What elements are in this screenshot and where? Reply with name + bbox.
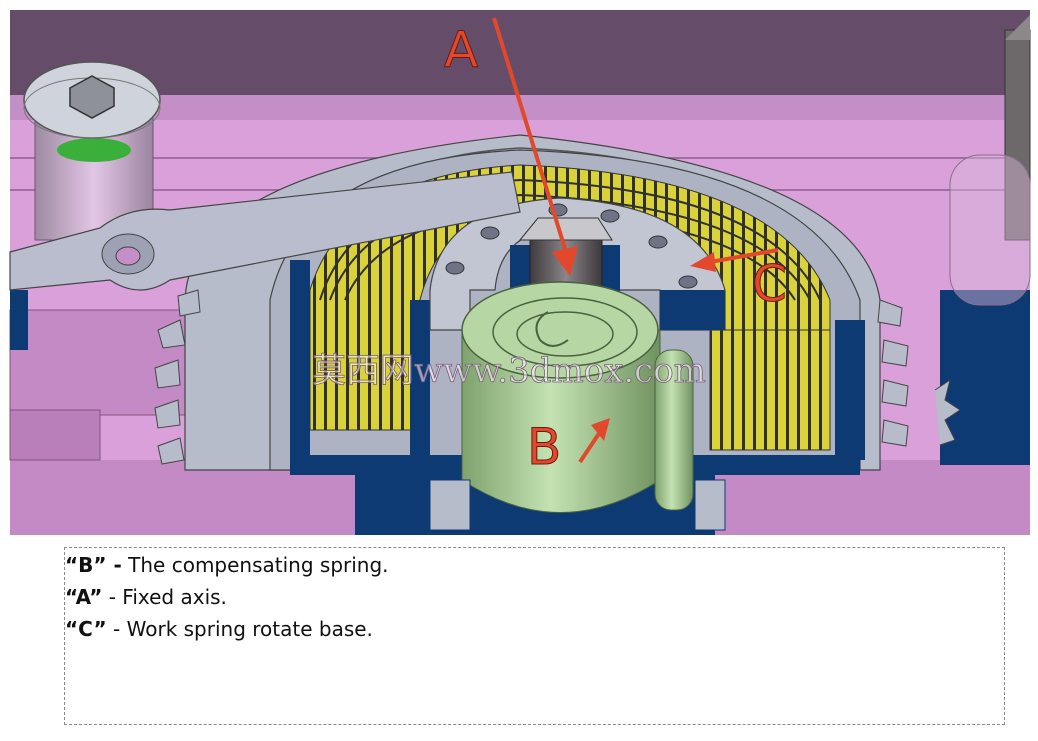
watermark: 莫西网www.3dmox.com [312, 351, 706, 391]
arrow-c [690, 248, 779, 272]
arrow-a [492, 17, 578, 276]
caption-text-c: - Work spring rotate base. [106, 617, 373, 641]
caption-line-a: “A” - Fixed axis. [65, 585, 227, 609]
caption-box: “B” - The compensating spring. “A” - Fix… [64, 547, 1005, 725]
caption-key-b: “B” - [65, 553, 122, 577]
caption-line-b: “B” - The compensating spring. [65, 553, 389, 577]
hex-socket-icon [69, 75, 115, 119]
label-a: A [444, 21, 478, 79]
right-gear [934, 15, 1031, 446]
lever-arm [9, 171, 521, 291]
caption-key-a: “A” [65, 585, 103, 609]
label-b: B [527, 418, 561, 476]
caption-key-c: “C” [65, 617, 107, 641]
mechanism-illustration: A B C 莫西网www.3dmox.com [9, 10, 1031, 535]
caption-text-a: - Fixed axis. [102, 585, 227, 609]
caption-text-b: The compensating spring. [121, 553, 389, 577]
compensating-spring [461, 281, 694, 513]
arrow-b [578, 418, 610, 464]
label-c: C [752, 255, 787, 313]
background-top [10, 10, 1030, 105]
work-spring [309, 164, 831, 451]
caption-line-c: “C” - Work spring rotate base. [65, 617, 373, 641]
